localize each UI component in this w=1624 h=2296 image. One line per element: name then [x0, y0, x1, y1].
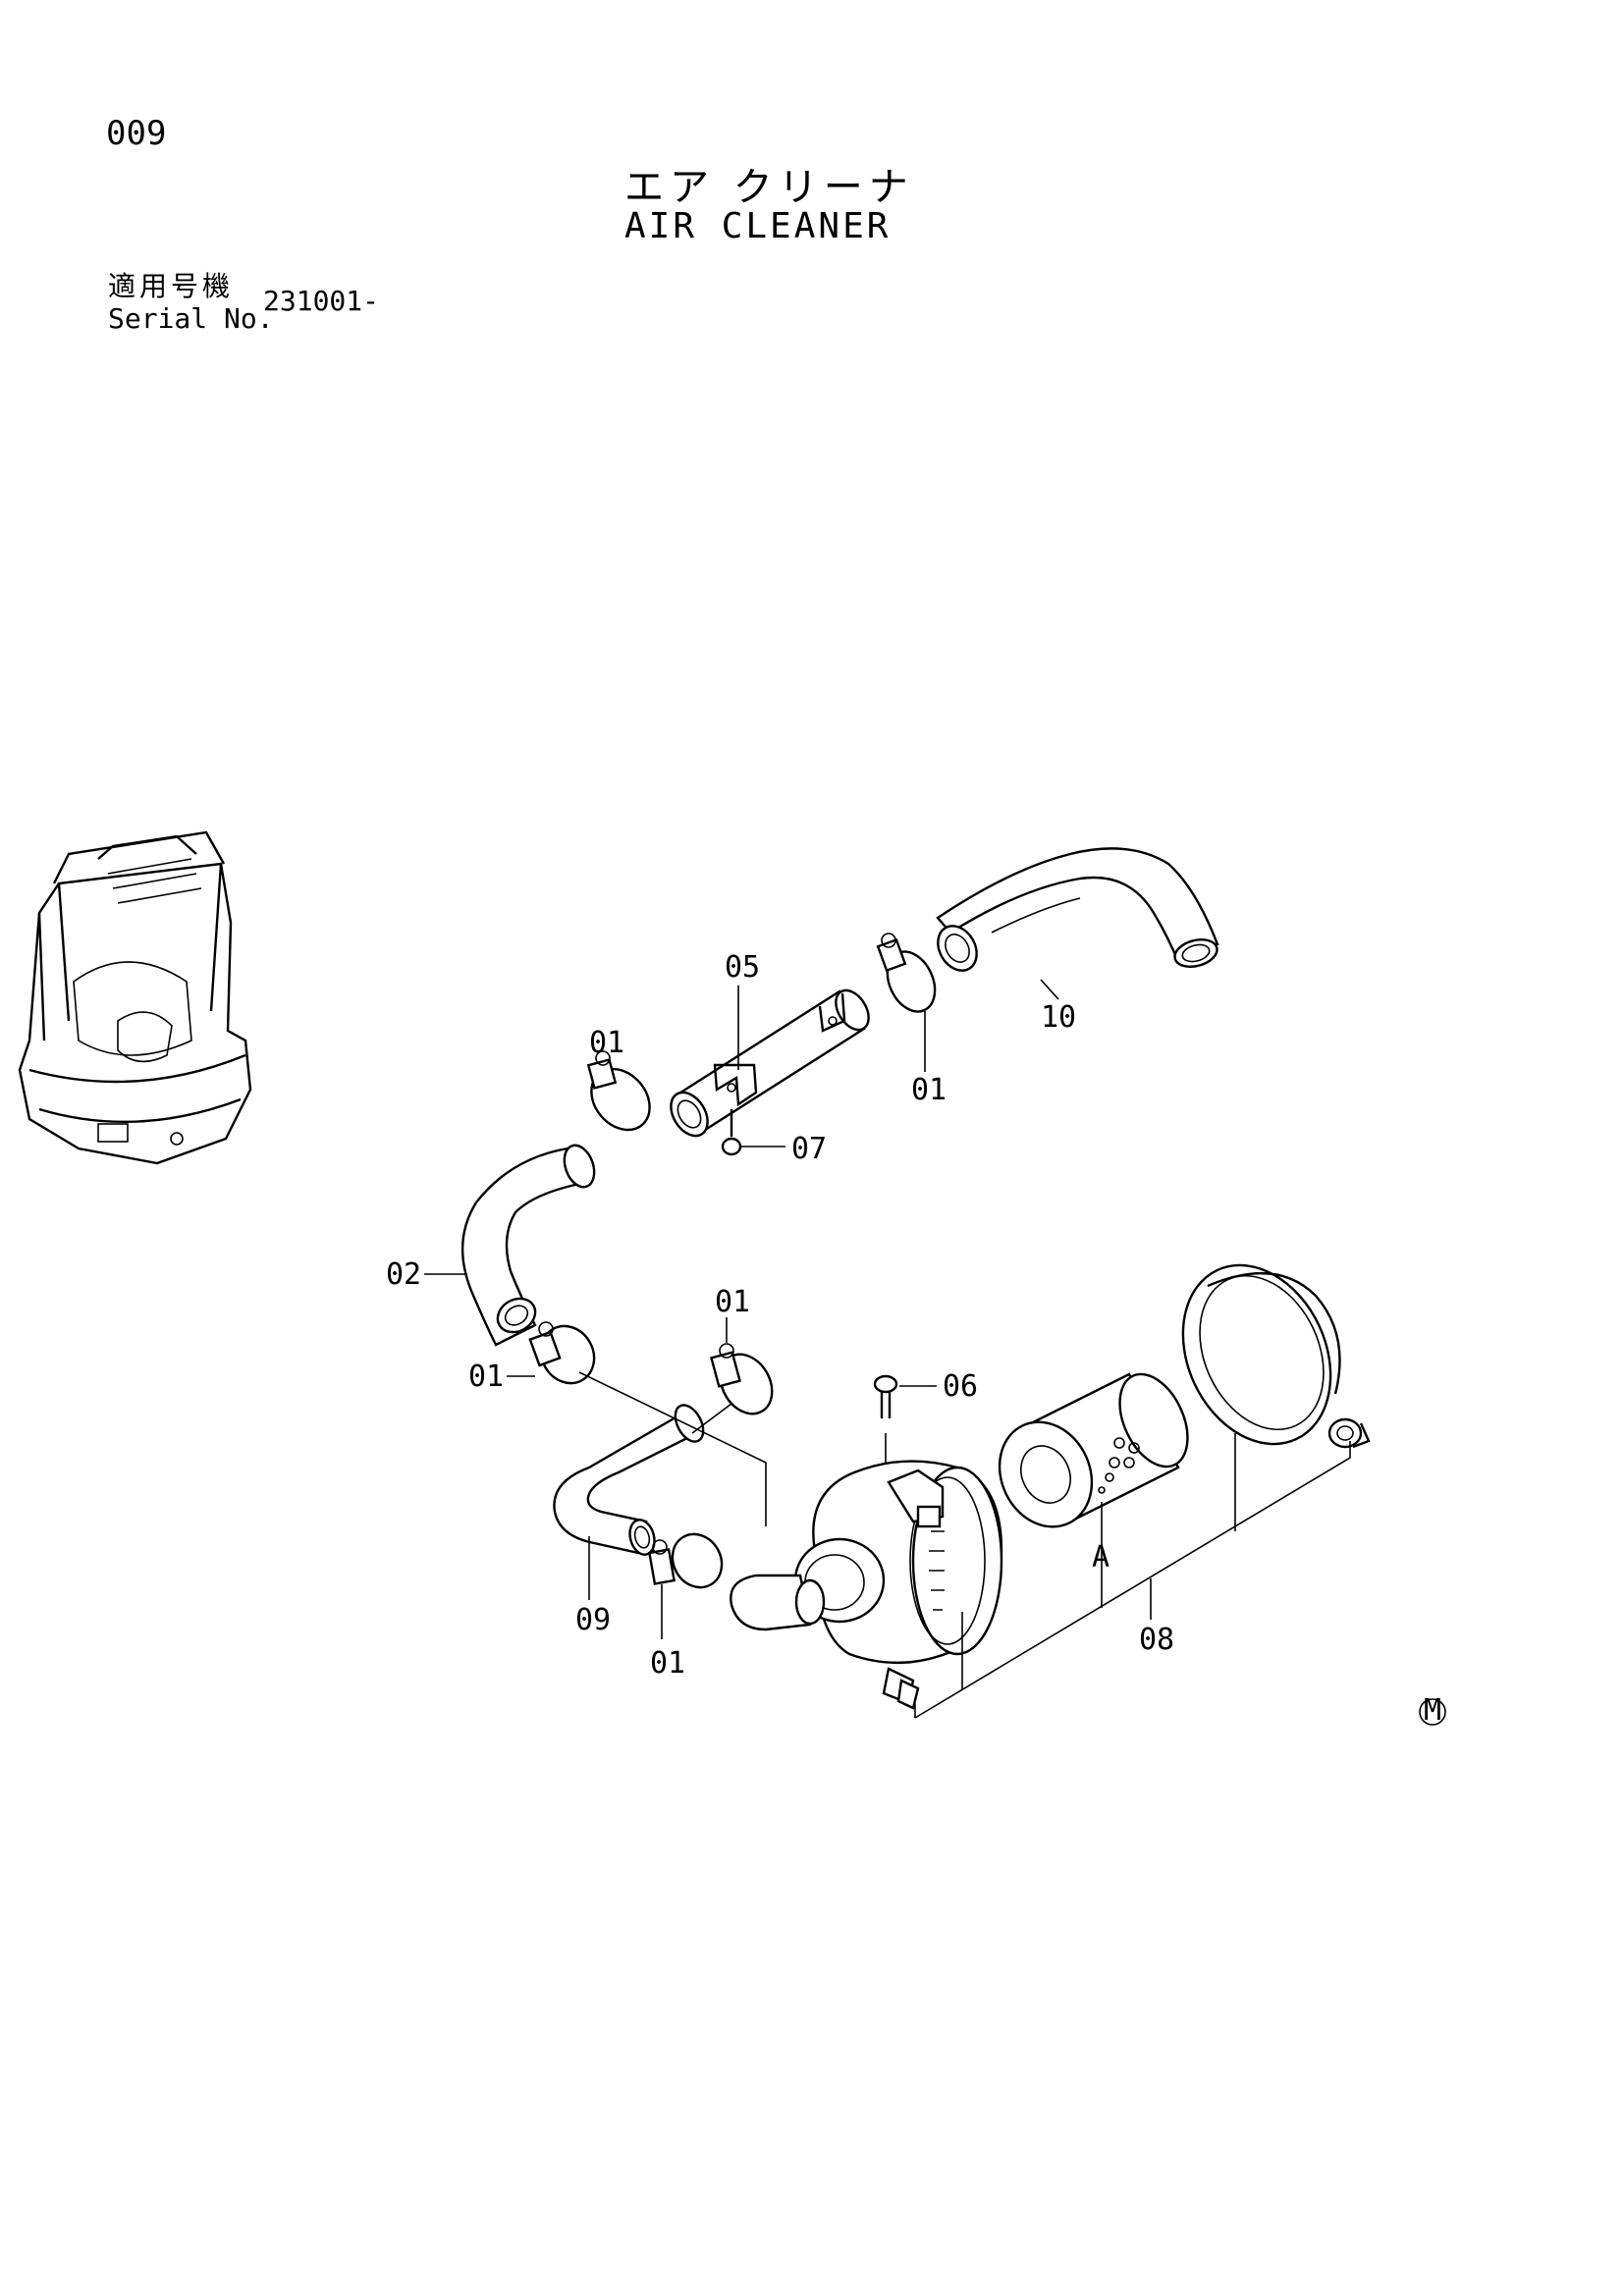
part-filter-element [998, 1372, 1189, 1531]
callout-07: 07 [791, 1132, 827, 1166]
part-01-clamp-upper-right [876, 933, 937, 1013]
callout-01-c: 01 [715, 1285, 750, 1319]
callout-06: 06 [943, 1369, 978, 1404]
part-01-clamp-upper-left [586, 1050, 651, 1132]
page-number: 009 [106, 114, 167, 153]
callout-05: 05 [725, 950, 760, 985]
part-10-hose [936, 847, 1219, 972]
part-01-clamp-bottom [647, 1532, 724, 1639]
mark-m-text: M [1424, 1693, 1441, 1728]
serial-label-en: Serial No. [108, 302, 274, 335]
serial-value: 231001- [263, 285, 380, 317]
page-title-jp: エア クリーナ [624, 165, 914, 210]
part-01-clamp-mid-left [507, 1321, 596, 1385]
part-09-hose [553, 1404, 705, 1600]
callout-02: 02 [386, 1257, 421, 1292]
callout-10: 10 [1041, 1000, 1076, 1035]
part-01-clamp-mid [710, 1317, 774, 1415]
m-mark: M [1419, 1693, 1446, 1728]
callout-01-a: 01 [589, 1026, 624, 1060]
page-title-en: AIR CLEANER [624, 206, 892, 246]
callout-01-b: 01 [911, 1073, 947, 1107]
callout-01-e: 01 [650, 1646, 685, 1681]
callout-08: 08 [1139, 1623, 1174, 1657]
machine-thumbnail [18, 830, 252, 1165]
part-07-bolt [721, 1109, 785, 1156]
part-cover [1181, 1263, 1371, 1531]
callout-A: A [1092, 1540, 1110, 1575]
callout-01-d: 01 [468, 1360, 504, 1394]
part-05-pipe [670, 988, 870, 1138]
part-valve [882, 1667, 920, 1718]
callout-09: 09 [575, 1603, 611, 1637]
part-02-hose [424, 1144, 596, 1347]
air-cleaner-housing [730, 1460, 1003, 1665]
part-06-screw [873, 1374, 937, 1472]
serial-label-jp: 適用号機 [108, 270, 235, 302]
callout-08-bracket [914, 1441, 1351, 1719]
